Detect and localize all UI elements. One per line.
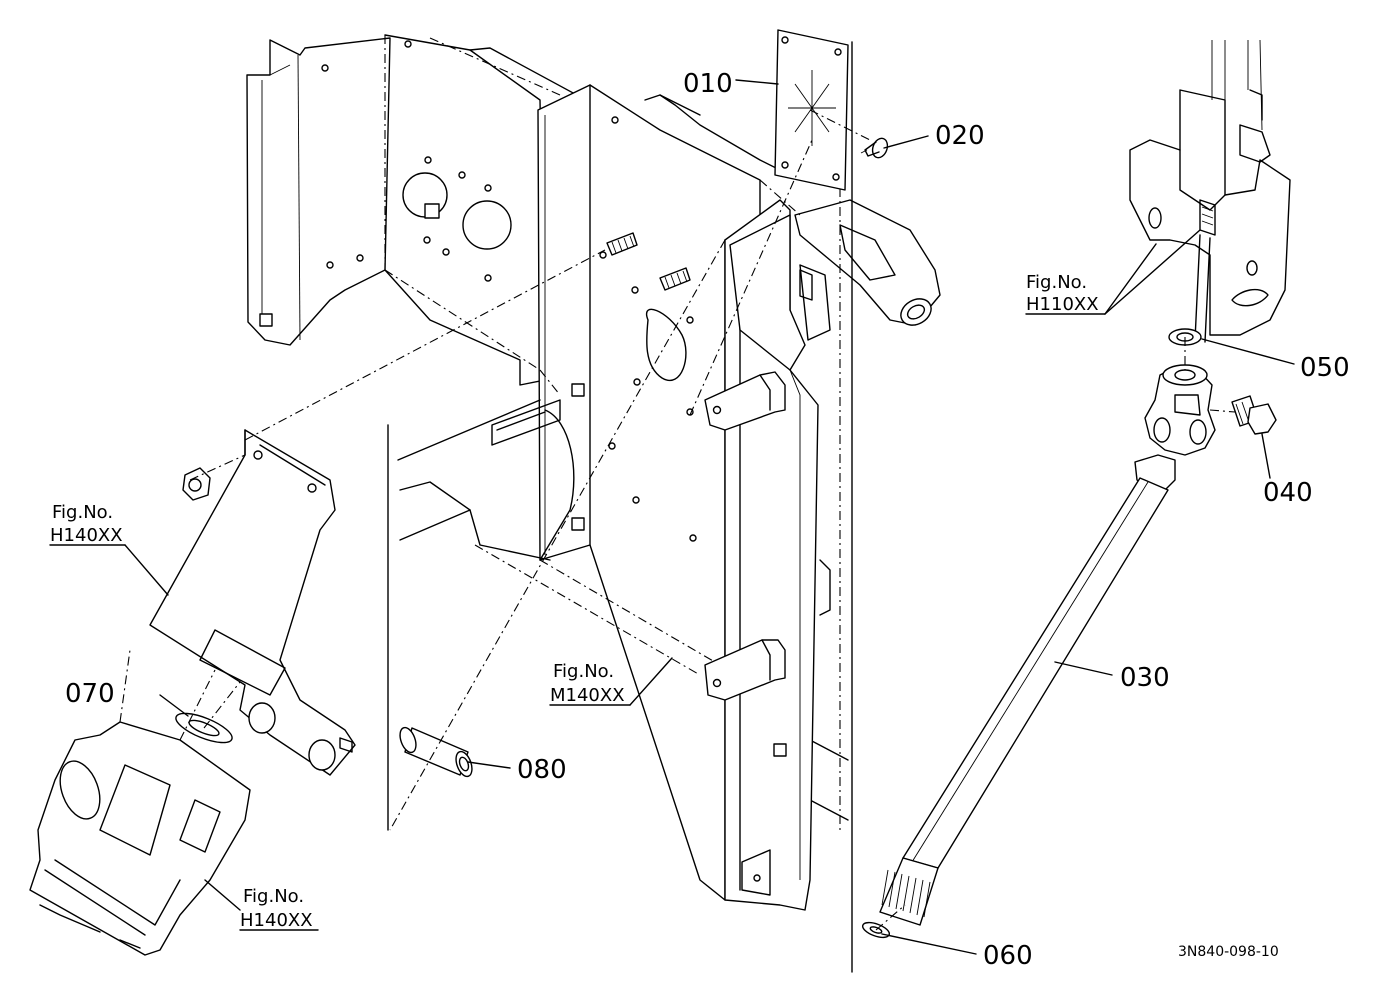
drawing-code: 3N840-098-10 bbox=[1178, 944, 1279, 960]
stud-bolt bbox=[606, 232, 638, 256]
stud-bolt bbox=[659, 267, 691, 291]
figure-refs: Fig.No. H110XX Fig.No. H140XX Fig.No. M1… bbox=[50, 272, 1099, 931]
part-030-steering-shaft bbox=[879, 364, 1216, 926]
fig-ref-caption: Fig.No. bbox=[553, 661, 614, 682]
part-080-bushing bbox=[399, 726, 473, 778]
column-pivot bbox=[644, 94, 941, 341]
part-020-screw bbox=[860, 137, 889, 159]
fig-ref-code: M140XX bbox=[550, 685, 625, 706]
label-080: 080 bbox=[517, 755, 567, 785]
upper-right-bracket bbox=[1129, 39, 1291, 343]
part-040-bolt bbox=[1231, 395, 1277, 435]
flange-nut bbox=[182, 467, 211, 501]
label-050: 050 bbox=[1300, 353, 1350, 383]
lower-frame bbox=[397, 399, 849, 821]
fig-ref-code: H140XX bbox=[50, 525, 123, 546]
front-plate bbox=[491, 84, 761, 901]
label-020: 020 bbox=[935, 121, 985, 151]
leader-lines bbox=[49, 79, 1295, 955]
label-010: 010 bbox=[683, 69, 733, 99]
part-010-seal-plate bbox=[774, 29, 849, 191]
center-frame bbox=[356, 34, 661, 386]
upper-bracket bbox=[704, 371, 786, 431]
side-panel bbox=[724, 199, 819, 911]
fig-ref-code: H110XX bbox=[1026, 294, 1099, 315]
part-labels: 010 020 030 040 050 060 070 080 bbox=[65, 69, 1350, 971]
rear-frame bbox=[246, 37, 391, 346]
steering-gear-unit bbox=[29, 649, 251, 956]
left-bracket bbox=[149, 429, 356, 776]
label-060: 060 bbox=[983, 941, 1033, 971]
fig-ref-caption: Fig.No. bbox=[1026, 272, 1087, 293]
label-070: 070 bbox=[65, 679, 115, 709]
label-040: 040 bbox=[1263, 478, 1313, 508]
fig-ref-caption: Fig.No. bbox=[52, 502, 113, 523]
fig-ref-code: H140XX bbox=[240, 910, 313, 931]
lower-bracket bbox=[704, 639, 786, 701]
alignment-lines bbox=[189, 109, 1236, 931]
fig-ref-caption: Fig.No. bbox=[243, 886, 304, 907]
label-030: 030 bbox=[1120, 663, 1170, 693]
